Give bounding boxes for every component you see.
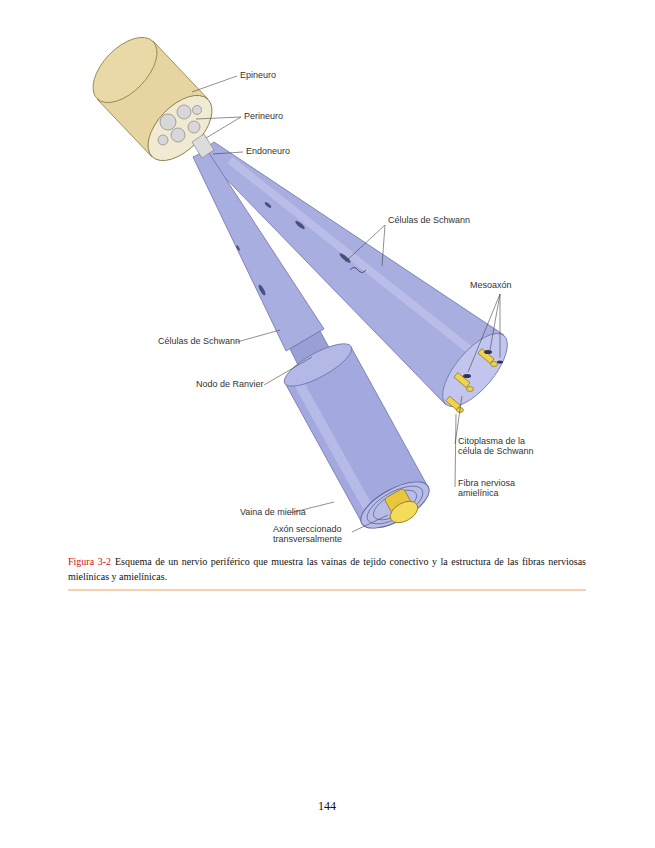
leader-lines: [192, 76, 500, 532]
part-label: Mesoaxón: [470, 280, 512, 290]
caption-text: Esquema de un nervio periférico que mues…: [68, 556, 586, 582]
part-label: Citoplasma de la célula de Schwann: [458, 436, 538, 457]
page-number: 144: [318, 799, 336, 814]
part-label: Vaina de mielina: [240, 507, 306, 517]
part-label: Células de Schwann: [388, 215, 470, 225]
nerve-trunk: [81, 26, 223, 172]
part-label: Perineuro: [244, 111, 283, 121]
part-label: Fibra nerviosa amielínica: [458, 478, 528, 499]
figure-number: Figura 3-2: [68, 556, 111, 567]
part-label: Células de Schwann: [158, 336, 240, 346]
part-label: Nodo de Ranvier: [196, 379, 264, 389]
figure-caption: Figura 3-2Esquema de un nervio periféric…: [68, 555, 586, 584]
part-label: Epineuro: [240, 70, 276, 80]
caption-rule: [68, 590, 586, 591]
part-label: Endoneuro: [246, 146, 290, 156]
part-label: Axón seccionado transversalmente: [273, 524, 353, 545]
